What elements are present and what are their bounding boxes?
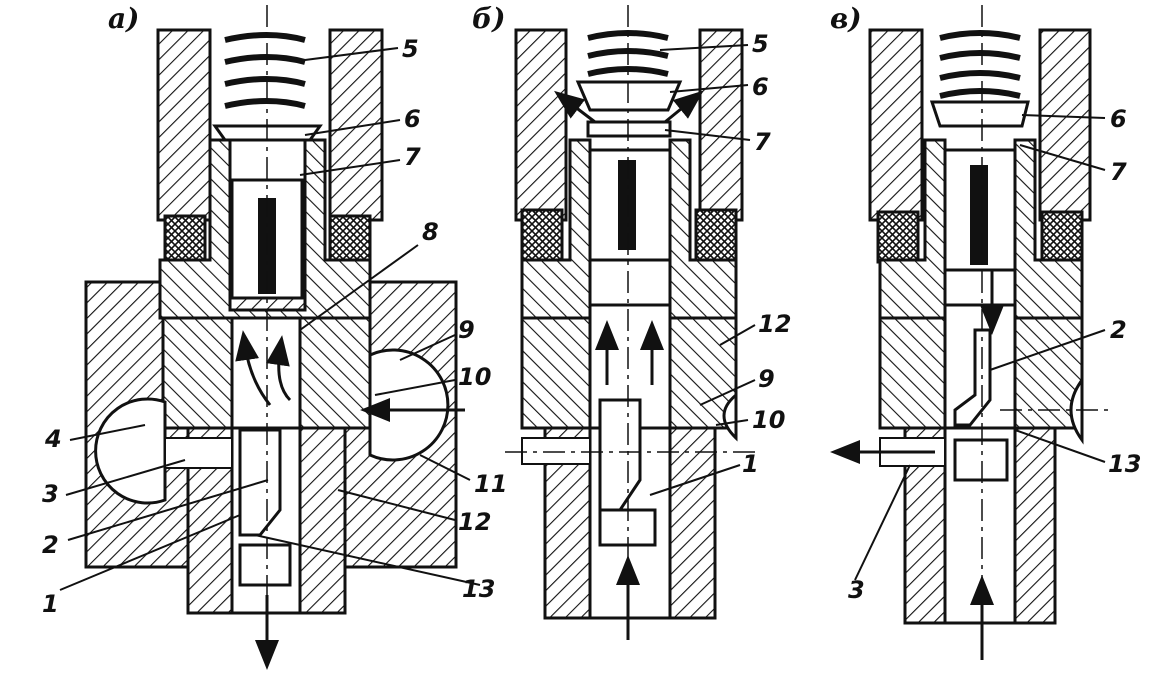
plug	[238, 543, 292, 587]
sleeve-right-wall	[1038, 28, 1092, 222]
panel-b	[505, 5, 760, 640]
label-a-10: 10	[458, 363, 491, 391]
label-a-2: 2	[42, 531, 59, 559]
label-a-11: 11	[474, 470, 507, 498]
sleeve-left-wall	[868, 28, 924, 222]
label-b-9: 9	[758, 365, 775, 393]
label-b-7: 7	[754, 128, 771, 156]
label-a-13: 13	[462, 575, 495, 603]
seal-right	[328, 214, 372, 262]
port-right	[722, 391, 738, 442]
port-right	[368, 348, 450, 462]
seal-left	[520, 208, 564, 262]
label-b-6: 6	[752, 73, 769, 101]
label-c-2: 2	[1110, 316, 1127, 344]
flow-arrow-vent-left	[554, 90, 596, 124]
spring	[939, 30, 1021, 99]
valve-disc	[929, 100, 1030, 128]
label-a-6: 6	[404, 105, 421, 133]
plug	[953, 438, 1009, 482]
label-a-9: 9	[458, 316, 475, 344]
label-c-13: 13	[1108, 450, 1141, 478]
flow-arrow-up-1	[235, 330, 272, 406]
panel-b-label: б)	[472, 2, 505, 35]
lower-stem-right	[668, 426, 717, 620]
seal-right	[1040, 210, 1084, 264]
label-c-3: 3	[848, 576, 865, 604]
label-a-3: 3	[42, 480, 59, 508]
label-b-10: 10	[752, 406, 785, 434]
rod	[618, 160, 636, 250]
valve-disc	[575, 80, 683, 112]
label-a-1: 1	[42, 590, 59, 618]
sleeve-left-wall	[514, 28, 568, 222]
label-b-1: 1	[742, 450, 759, 478]
spring	[224, 32, 306, 109]
rod	[970, 165, 988, 265]
seal-left	[876, 210, 920, 264]
port-left	[94, 397, 167, 505]
passage-left	[521, 437, 591, 465]
label-c-7: 7	[1110, 158, 1127, 186]
sleeve-right-wall	[698, 28, 744, 222]
leader-lines	[59, 44, 1106, 591]
flow-arrow-vent-right	[664, 90, 704, 124]
center-bore	[230, 316, 302, 430]
lower-stem-right	[1013, 426, 1057, 625]
label-a-12: 12	[458, 508, 491, 536]
sleeve-left-wall	[156, 28, 212, 222]
panel-c	[830, 5, 1110, 660]
seat	[586, 120, 672, 138]
label-a-4: 4	[44, 425, 62, 453]
seal-right	[694, 208, 738, 262]
piston	[598, 398, 642, 512]
panel-a	[84, 5, 465, 670]
label-c-6: 6	[1110, 105, 1127, 133]
label-a-8: 8	[422, 218, 439, 246]
label-a-7: 7	[404, 143, 421, 171]
label-b-12: 12	[758, 310, 791, 338]
seal-left	[163, 214, 207, 262]
label-a-5: 5	[402, 35, 419, 63]
flow-arrow-up-2	[266, 335, 292, 402]
label-b-5: 5	[752, 30, 769, 58]
panel-c-label: в)	[830, 2, 862, 35]
panel-a-label: а)	[108, 2, 139, 35]
lower-stem-right	[298, 426, 347, 615]
